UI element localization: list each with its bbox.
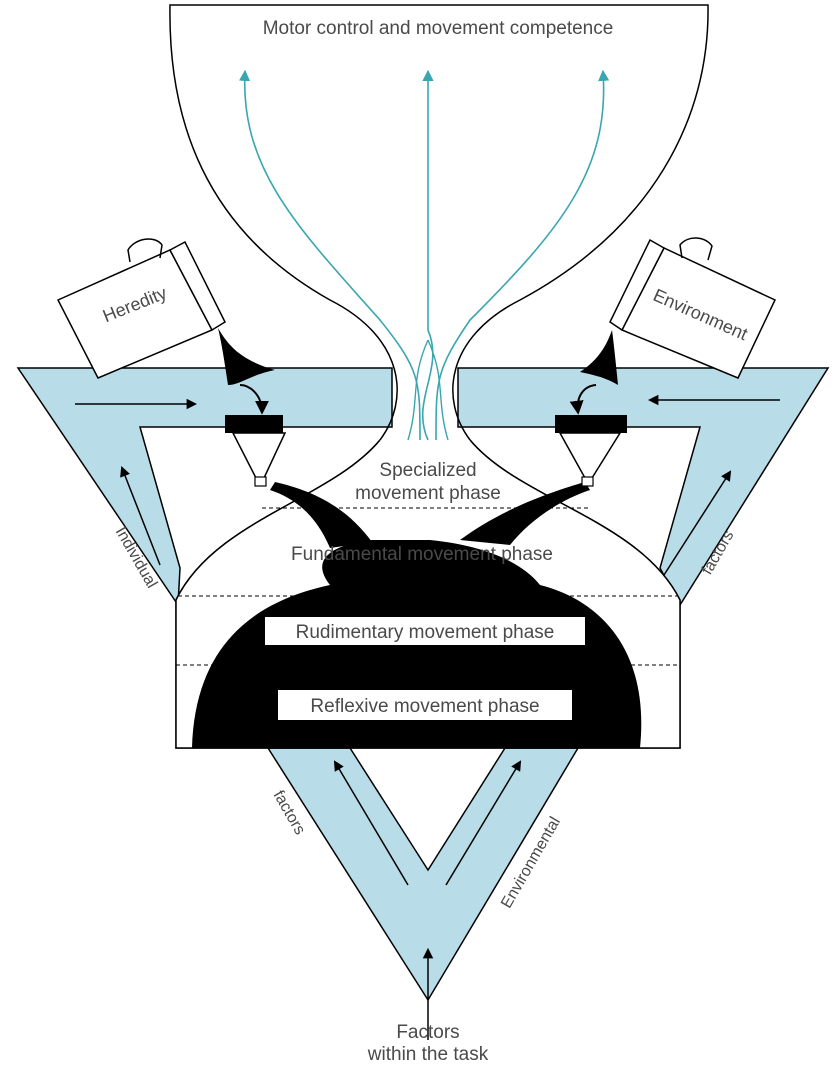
top-label: Motor control and movement competence bbox=[263, 18, 614, 39]
left-funnel-cup bbox=[225, 415, 283, 433]
left-pour-arrow bbox=[239, 384, 269, 415]
teal-arrow-right bbox=[435, 69, 610, 441]
right-pour-arrow bbox=[569, 384, 597, 415]
specialized-label-line2: movement phase bbox=[355, 483, 501, 504]
rudimentary-label: Rudimentary movement phase bbox=[296, 622, 555, 643]
bottom-right-arrow bbox=[445, 760, 522, 886]
teal-braid-left bbox=[407, 339, 429, 441]
right-sand-stream bbox=[460, 482, 590, 545]
reflexive-label: Reflexive movement phase bbox=[310, 696, 539, 717]
teal-braid-right bbox=[427, 339, 449, 441]
teal-arrow-left bbox=[238, 69, 421, 441]
left-funnel bbox=[231, 432, 287, 479]
right-band-arrow-diagonal bbox=[663, 470, 732, 576]
rudimentary-label-box bbox=[265, 617, 585, 645]
fundamental-label: Fundamental movement phase bbox=[291, 544, 553, 565]
bottom-left-arrow bbox=[333, 760, 409, 886]
right-funnel bbox=[558, 432, 622, 479]
heredity-bucket bbox=[56, 238, 275, 385]
right-funnel-cup bbox=[555, 415, 627, 433]
left-band-arrow-diagonal bbox=[120, 466, 161, 566]
environment-bucket bbox=[580, 237, 777, 385]
left-funnel-spout bbox=[254, 476, 267, 487]
right-funnel-spout bbox=[581, 476, 594, 487]
reflexive-label-box bbox=[278, 690, 572, 720]
specialized-label-line1: Specialized bbox=[379, 460, 476, 481]
right-factor-band bbox=[457, 367, 830, 607]
bottom-label-line1: Factors bbox=[396, 1022, 459, 1043]
teal-arrow-center bbox=[421, 69, 434, 441]
bottom-label-line2: within the task bbox=[367, 1044, 489, 1065]
left-sand-stream bbox=[270, 482, 372, 548]
